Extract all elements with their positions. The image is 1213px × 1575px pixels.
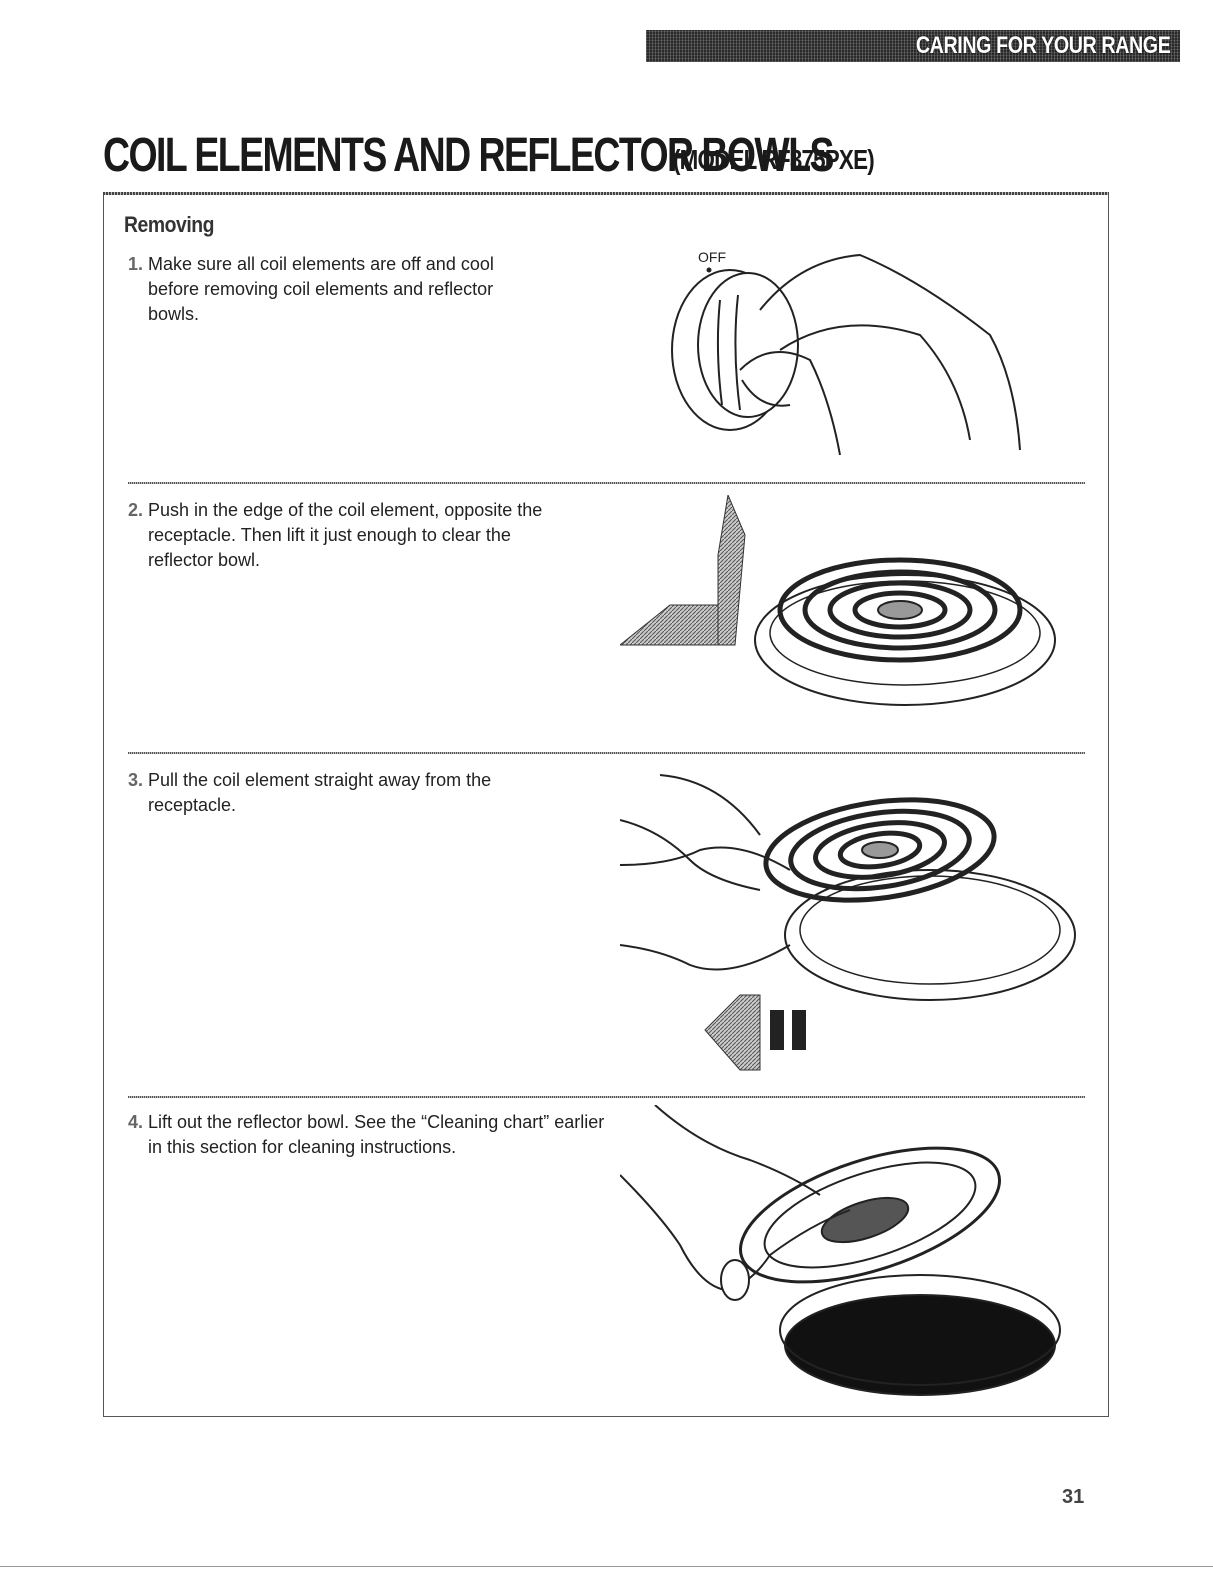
page-title: COIL ELEMENTS AND REFLECTOR BOWLS (MODEL… [103, 128, 1103, 188]
step-number: 3. [128, 770, 144, 790]
knob-illustration: OFF [660, 240, 1040, 460]
subhead-removing: Removing [124, 212, 215, 237]
step-text: Lift out the reflector bowl. See the “Cl… [148, 1112, 605, 1157]
step-2: 2. Push in the edge of the coil element,… [128, 498, 608, 573]
section-banner: CARING FOR YOUR RANGE [646, 30, 1180, 62]
step-number: 1. [128, 254, 144, 274]
step-number: 2. [128, 500, 144, 520]
step-text: Pull the coil element straight away from… [148, 770, 492, 815]
step-1: 1. Make sure all coil elements are off a… [128, 252, 608, 327]
page-number: 31 [1062, 1486, 1085, 1508]
step-text: Push in the edge of the coil element, op… [148, 500, 543, 570]
step-3: 3. Pull the coil element straight away f… [128, 768, 608, 818]
content-box [103, 192, 1109, 1417]
bowl-lift-illustration [620, 1105, 1080, 1405]
lift-arrow [717, 495, 746, 646]
divider [128, 1096, 1085, 1098]
section-label: CARING FOR YOUR RANGE [915, 32, 1170, 59]
push-arrow [620, 604, 721, 646]
coil-push-illustration [620, 495, 1070, 725]
page-title-main: COIL ELEMENTS AND REFLECTOR BOWLS [103, 129, 834, 182]
divider [128, 752, 1085, 754]
divider [128, 482, 1085, 484]
knob-off-label: OFF [698, 249, 726, 265]
step-4: 4. Lift out the reflector bowl. See the … [128, 1110, 608, 1160]
pull-arrow [704, 994, 761, 1071]
step-text: Make sure all coil elements are off and … [148, 254, 494, 324]
coil-pull-illustration [620, 770, 1085, 1075]
step-number: 4. [128, 1112, 144, 1132]
bottom-rule [0, 1566, 1213, 1567]
page-title-model: (MODEL RF375PXE) [673, 144, 875, 175]
